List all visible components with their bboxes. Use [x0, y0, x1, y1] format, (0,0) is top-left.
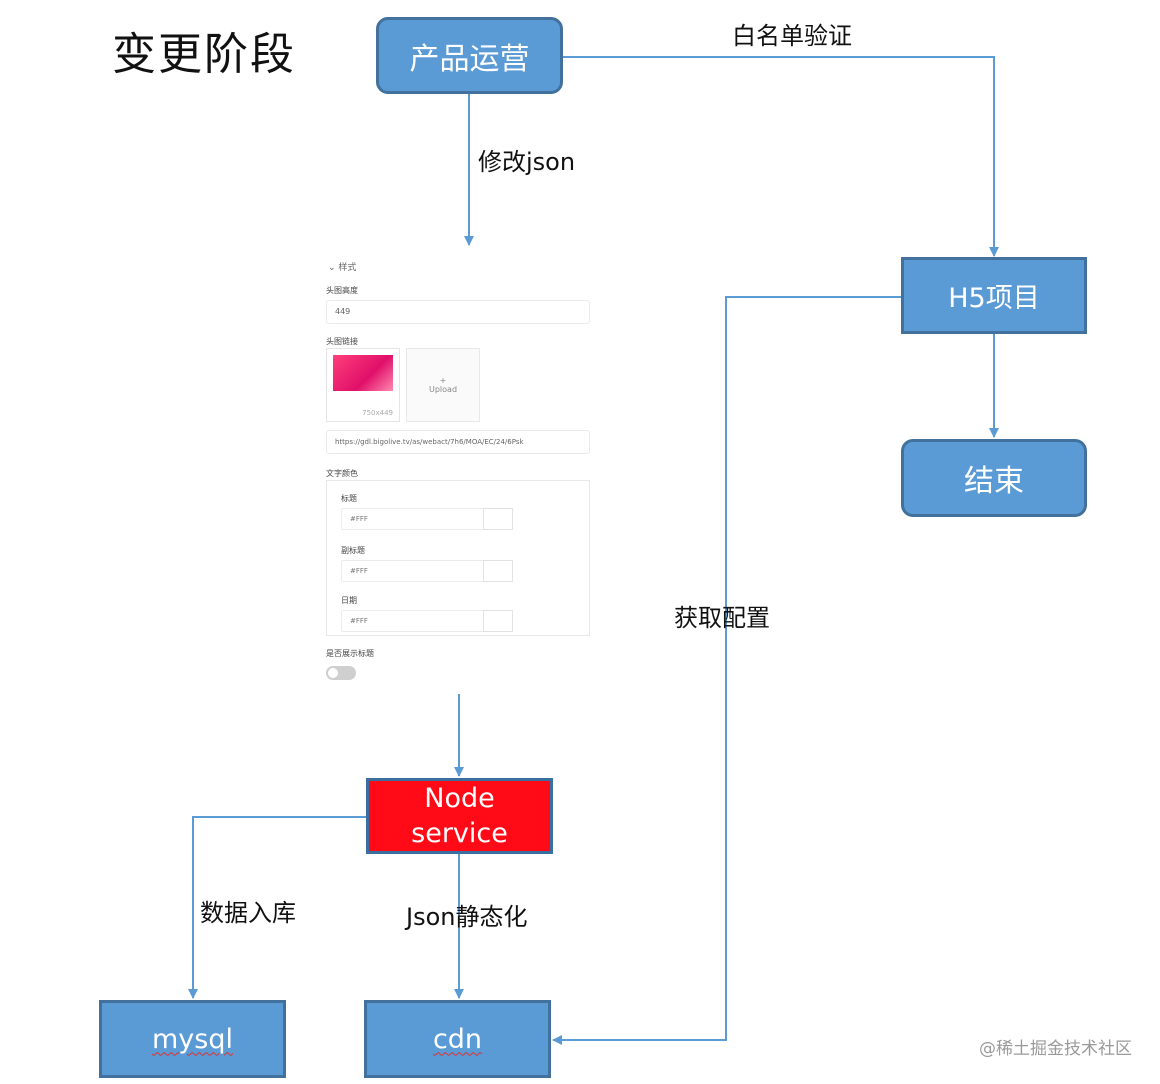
watermark: @稀土掘金技术社区: [979, 1039, 1132, 1059]
label-save-db: 数据入库: [200, 899, 296, 927]
color-title-label: 标题: [341, 494, 357, 503]
node-node-service: Node service: [366, 778, 553, 854]
show-title-label: 是否展示标题: [326, 649, 374, 658]
field-height-input[interactable]: 449: [326, 300, 590, 324]
show-title-toggle[interactable]: [326, 666, 356, 680]
image-size-text: 750x449: [362, 409, 393, 417]
node-mysql: mysql: [99, 1000, 286, 1078]
label-modify-json: 修改json: [478, 148, 576, 176]
color-subtitle-input[interactable]: #FFF: [341, 560, 513, 582]
field-height-label: 头图高度: [326, 286, 358, 295]
label-json-static: Json静态化: [406, 903, 528, 931]
node-product-ops: 产品运营: [376, 17, 563, 94]
color-date-value: #FFF: [350, 617, 368, 625]
edge-get-config: [552, 296, 902, 1045]
form-section-title: ⌄ 样式: [328, 263, 357, 273]
node-mysql-label: mysql: [152, 1023, 233, 1055]
banner-image: [333, 355, 393, 391]
image-thumbnail[interactable]: 750x449: [326, 348, 400, 422]
color-title-input[interactable]: #FFF: [341, 508, 513, 530]
node-cdn: cdn: [364, 1000, 551, 1078]
upload-button[interactable]: + Upload: [406, 348, 480, 422]
node-cdn-label: cdn: [432, 1023, 483, 1055]
color-date-swatch[interactable]: [483, 610, 513, 632]
node-h5-project: H5项目: [901, 257, 1087, 334]
label-whitelist: 白名单验证: [732, 22, 852, 50]
text-color-group: 标题 #FFF 副标题 #FFF 日期 #FFF: [326, 480, 590, 636]
text-color-label: 文字颜色: [326, 469, 358, 478]
node-end: 结束: [901, 439, 1087, 517]
color-date-input[interactable]: #FFF: [341, 610, 513, 632]
plus-icon: +: [439, 376, 447, 385]
node-service-line1: Node: [424, 782, 495, 814]
page-title: 变更阶段: [112, 29, 296, 80]
color-subtitle-label: 副标题: [341, 546, 365, 555]
color-title-value: #FFF: [350, 515, 368, 523]
color-title-swatch[interactable]: [483, 508, 513, 530]
upload-label: Upload: [428, 385, 458, 394]
color-subtitle-swatch[interactable]: [483, 560, 513, 582]
config-form-screenshot: ⌄ 样式 头图高度 449 头图链接 750x449 + Upload http…: [318, 252, 600, 692]
field-image-label: 头图链接: [326, 337, 358, 346]
color-subtitle-value: #FFF: [350, 567, 368, 575]
node-service-line2: service: [411, 818, 508, 849]
edge-whitelist: [562, 56, 999, 257]
color-date-label: 日期: [341, 596, 357, 605]
edge-save-db: [188, 816, 366, 999]
image-url-input[interactable]: https://gdl.bigolive.tv/as/webact/7h6/MO…: [326, 430, 590, 454]
form-section-label: 样式: [338, 263, 357, 273]
label-get-config: 获取配置: [674, 604, 770, 632]
